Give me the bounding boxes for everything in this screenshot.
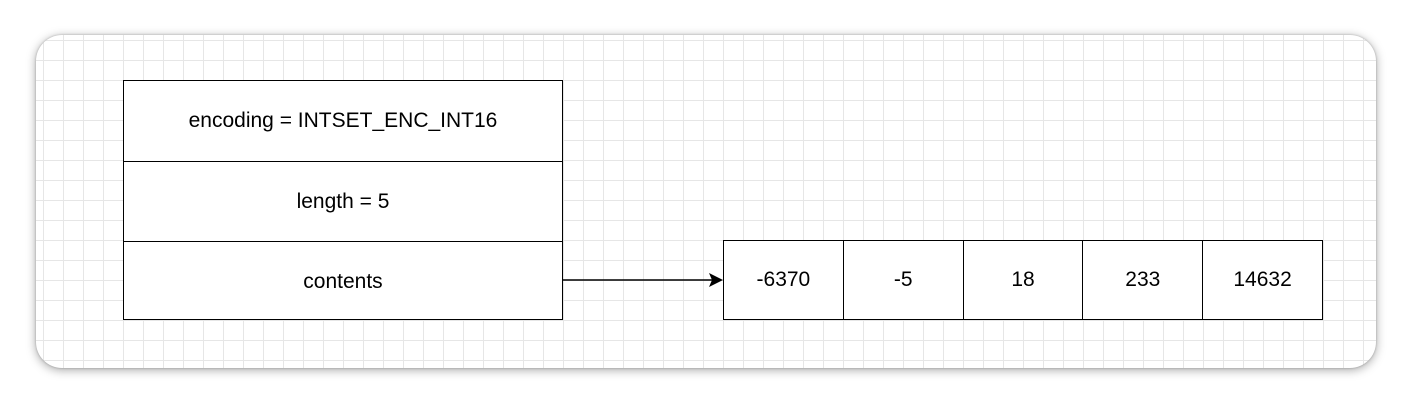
length-field: length = 5 (124, 161, 562, 241)
encoding-field: encoding = INTSET_ENC_INT16 (188, 109, 498, 132)
array-cell-3: 233 (1082, 241, 1202, 319)
intset-struct: encoding = INTSET_ENC_INT16 length = 5 c… (123, 80, 563, 320)
array-cell-2: 18 (962, 241, 1083, 319)
array-cell-0: -6370 (756, 268, 811, 291)
contents-array: -6370 -5 18 233 14632 (723, 240, 1323, 320)
array-cell-4: 14632 (1202, 241, 1322, 319)
contents-pointer-arrow (563, 273, 723, 287)
array-cell-1: -5 (842, 241, 963, 319)
arrow-head (709, 273, 723, 287)
contents-field: contents (124, 241, 562, 321)
diagram-canvas: encoding = INTSET_ENC_INT16 length = 5 c… (36, 35, 1376, 368)
